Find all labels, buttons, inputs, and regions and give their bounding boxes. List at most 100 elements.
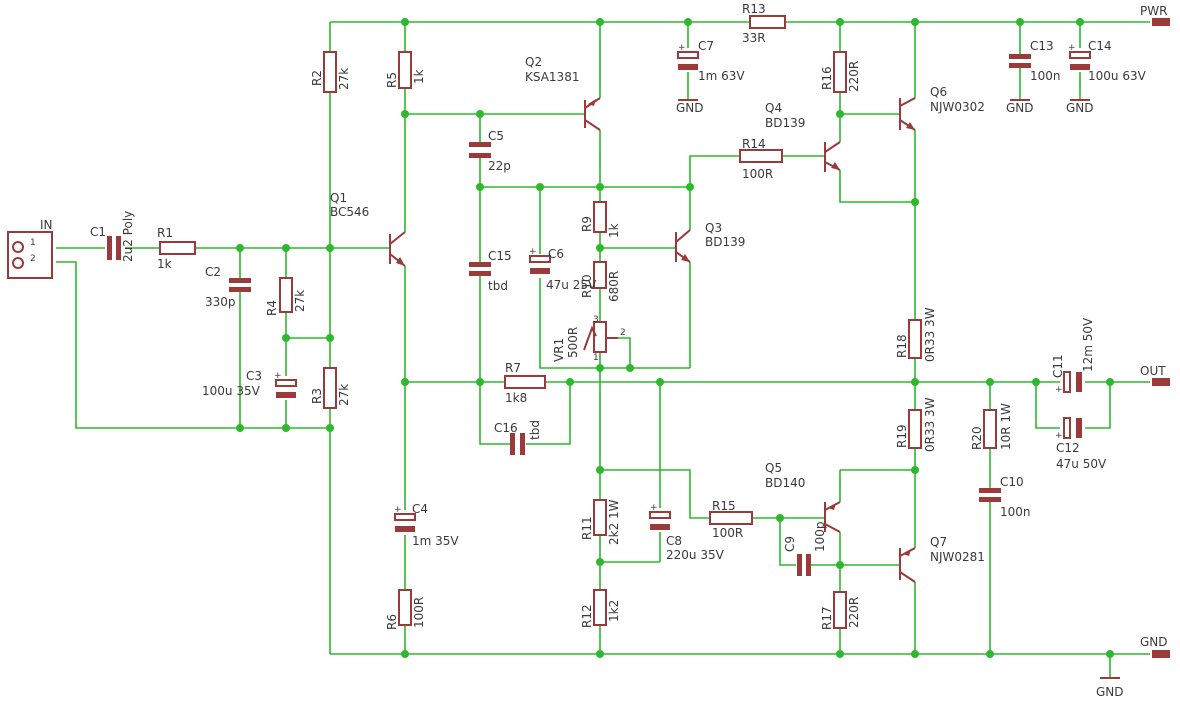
val-q3: BD139 <box>705 235 745 249</box>
val-c6: 47u 25V <box>546 278 597 292</box>
svg-text:+: + <box>650 503 658 513</box>
ref-c9: C9 <box>783 536 797 552</box>
val-r18: 0R33 3W <box>923 307 937 362</box>
val-r7: 1k8 <box>505 391 527 405</box>
val-vr1: 500R <box>566 327 580 358</box>
ref-c2: C2 <box>205 265 221 279</box>
val-c12: 47u 50V <box>1056 457 1107 471</box>
ref-r15: R15 <box>712 499 736 513</box>
ref-r13: R13 <box>742 2 766 16</box>
val-r1: 1k <box>157 257 172 271</box>
ref-q5: Q5 <box>765 461 782 475</box>
junctions <box>236 18 1114 658</box>
resistor-r17 <box>833 591 847 629</box>
transistor-q7 <box>899 547 916 583</box>
ref-r11: R11 <box>580 516 594 540</box>
val-q2: KSA1381 <box>525 70 579 84</box>
ref-c13: C13 <box>1030 39 1054 53</box>
ref-q3: Q3 <box>705 221 722 235</box>
transistor-q1 <box>389 231 406 267</box>
val-r5: 1k <box>412 69 426 84</box>
resistor-r18 <box>908 319 922 359</box>
capacitor-c4: + <box>394 505 416 532</box>
ref-q4: Q4 <box>765 101 782 115</box>
ref-r14: R14 <box>742 137 766 151</box>
ref-r4: R4 <box>265 300 279 316</box>
ref-c4: C4 <box>412 502 428 516</box>
resistor-r1 <box>159 241 196 255</box>
net-label-pwr: PWR <box>1140 4 1167 18</box>
ref-q1: Q1 <box>330 191 347 205</box>
resistor-r4 <box>279 277 293 313</box>
ref-c6: C6 <box>548 247 564 261</box>
ref-c8: C8 <box>666 534 682 548</box>
gnd-text: GND <box>1006 101 1034 115</box>
capacitor-c10 <box>979 488 1001 502</box>
transistor-q2 <box>584 97 601 131</box>
val-r11: 2k2 1W <box>607 499 621 545</box>
vr1-pin-2: 2 <box>620 328 626 338</box>
val-r9: 1k <box>607 223 621 238</box>
val-c11: 12m 50V <box>1081 317 1095 372</box>
ref-c14: C14 <box>1088 39 1112 53</box>
ref-q7: Q7 <box>930 535 947 549</box>
val-c16: tbd <box>528 420 542 440</box>
ref-vr1: VR1 <box>552 338 566 362</box>
val-q4: BD139 <box>765 116 805 130</box>
net-label-in: IN <box>40 218 53 232</box>
val-r13: 33R <box>742 31 766 45</box>
ref-c11: C11 <box>1051 354 1065 378</box>
val-q6: NJW0302 <box>930 100 985 114</box>
capacitor-c12: + <box>1055 417 1082 441</box>
capacitor-c1 <box>107 236 121 260</box>
transistor-q6 <box>899 97 916 131</box>
val-r14: 100R <box>742 167 773 181</box>
ref-r6: R6 <box>385 614 399 630</box>
components: + + + + + + + + <box>7 15 1170 679</box>
val-c7: 1m 63V <box>698 69 745 83</box>
capacitor-c14: + <box>1068 43 1091 70</box>
ref-c7: C7 <box>698 39 714 53</box>
val-q5: BD140 <box>765 476 805 490</box>
capacitor-c6: + <box>529 247 551 274</box>
input-connector <box>7 231 53 279</box>
gnd-text: GND <box>1066 101 1094 115</box>
transistor-q3 <box>675 229 691 263</box>
val-r19: 0R33 3W <box>923 397 937 452</box>
resistor-r3 <box>323 367 337 409</box>
val-c14: 100u 63V <box>1088 69 1147 83</box>
val-r3: 27k <box>337 384 351 406</box>
val-r2: 27k <box>337 68 351 90</box>
pwr-flag <box>1152 18 1170 26</box>
svg-text:+: + <box>1055 431 1063 441</box>
val-c2: 330p <box>205 295 236 309</box>
val-r6: 100R <box>412 597 426 628</box>
ref-q6: Q6 <box>930 85 947 99</box>
ref-c15: C15 <box>488 249 512 263</box>
capacitor-c2 <box>229 278 251 292</box>
capacitor-c7: + <box>677 43 699 70</box>
resistor-r10 <box>593 261 607 289</box>
val-c15: tbd <box>488 279 508 293</box>
ref-c1: C1 <box>90 225 106 239</box>
capacitor-c11: + <box>1055 371 1082 395</box>
resistor-r11 <box>593 499 607 536</box>
ref-r10: R10 <box>580 274 594 298</box>
ref-r5: R5 <box>385 72 399 88</box>
val-r20: 10R 1W <box>999 403 1013 450</box>
net-label-gnd-symbol: GND <box>1096 685 1124 699</box>
val-c1: 2u2 Poly <box>121 211 135 262</box>
connector-pin-1: 1 <box>30 238 36 248</box>
resistor-r12 <box>593 589 607 626</box>
ref-r7: R7 <box>505 361 521 375</box>
svg-text:+: + <box>529 247 537 257</box>
val-r4: 27k <box>293 290 307 312</box>
resistor-r14 <box>739 149 783 163</box>
capacitor-c8: + <box>649 503 671 530</box>
ref-r3: R3 <box>310 388 324 404</box>
ref-r20: R20 <box>970 426 984 450</box>
val-r15: 100R <box>712 526 743 540</box>
resistor-r2 <box>323 51 337 93</box>
resistor-r7 <box>504 375 546 389</box>
svg-text:+: + <box>678 43 686 53</box>
